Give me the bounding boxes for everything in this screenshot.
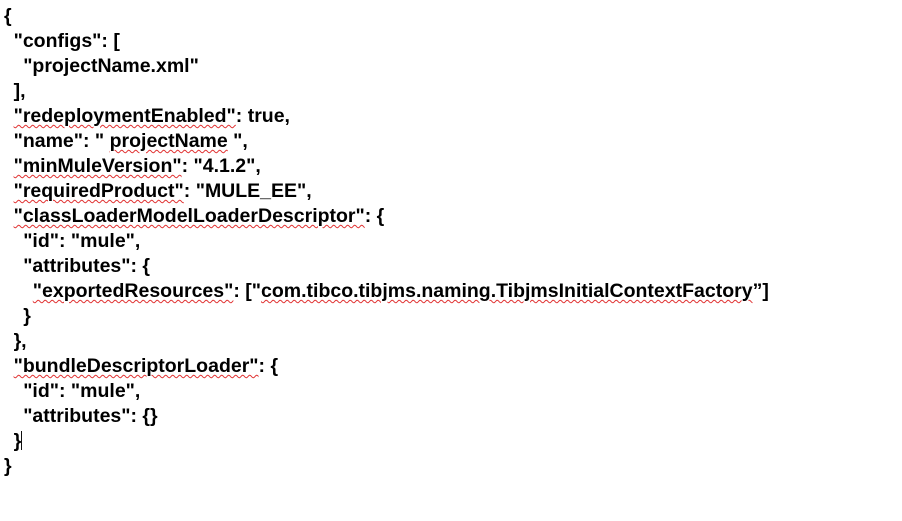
code-token: } (4, 455, 12, 477)
code-token: } (13, 430, 22, 452)
misspelled-token: com.tibco.tibjms.naming.TibjmsInitialCon… (261, 280, 753, 302)
code-line[interactable]: } (0, 304, 902, 329)
code-token: "name": " (13, 130, 110, 152)
misspelled-token: "bundleDescriptorLoader" (13, 355, 259, 377)
code-line[interactable]: "exportedResources": ["com.tibco.tibjms.… (0, 279, 902, 304)
code-token: : { (258, 355, 279, 377)
code-token: : "MULE_EE", (183, 180, 312, 202)
code-token: ], (13, 80, 26, 102)
misspelled-token: "requiredProduct" (13, 180, 184, 202)
code-token: "attributes": {} (23, 405, 158, 427)
code-token: ”] (752, 280, 769, 302)
code-line[interactable]: "bundleDescriptorLoader": { (0, 354, 902, 379)
code-line[interactable]: "configs": [ (0, 29, 902, 54)
code-token: : "4.1.2", (181, 155, 261, 177)
code-token: { (4, 5, 12, 27)
code-token: : { (364, 205, 385, 227)
code-line[interactable]: "attributes": { (0, 254, 902, 279)
code-token: "id": "mule", (23, 380, 141, 402)
code-line[interactable]: ], (0, 79, 902, 104)
code-line[interactable]: }, (0, 329, 902, 354)
code-token: ", (227, 130, 248, 152)
misspelled-token: "exportedResources" (32, 280, 234, 302)
text-caret (21, 431, 23, 450)
code-token: "projectName.xml" (23, 55, 199, 77)
code-line[interactable]: "name": " projectName ", (0, 129, 902, 154)
code-token: : true, (235, 105, 290, 127)
misspelled-token: "classLoaderModelLoaderDescriptor" (13, 205, 365, 227)
code-token: "attributes": { (23, 255, 151, 277)
code-line[interactable]: "redeploymentEnabled": true, (0, 104, 902, 129)
code-token: "id": "mule", (23, 230, 141, 252)
misspelled-token: "minMuleVersion" (13, 155, 182, 177)
misspelled-token: "redeploymentEnabled" (13, 105, 236, 127)
json-source-text[interactable]: {"configs": ["projectName.xml"],"redeplo… (0, 4, 902, 479)
misspelled-token: projectName (109, 130, 228, 152)
code-line[interactable]: "attributes": {} (0, 404, 902, 429)
code-token: } (23, 305, 31, 327)
code-token: }, (13, 330, 27, 352)
code-token: "configs": [ (13, 30, 120, 52)
code-line[interactable]: "id": "mule", (0, 229, 902, 254)
code-line[interactable]: "classLoaderModelLoaderDescriptor": { (0, 204, 902, 229)
code-line[interactable]: { (0, 4, 902, 29)
code-line[interactable]: } (0, 429, 902, 454)
code-token: : [" (233, 280, 262, 302)
code-line[interactable]: } (0, 454, 902, 479)
code-line[interactable]: "id": "mule", (0, 379, 902, 404)
code-line[interactable]: "requiredProduct": "MULE_EE", (0, 179, 902, 204)
code-line[interactable]: "minMuleVersion": "4.1.2", (0, 154, 902, 179)
code-line[interactable]: "projectName.xml" (0, 54, 902, 79)
